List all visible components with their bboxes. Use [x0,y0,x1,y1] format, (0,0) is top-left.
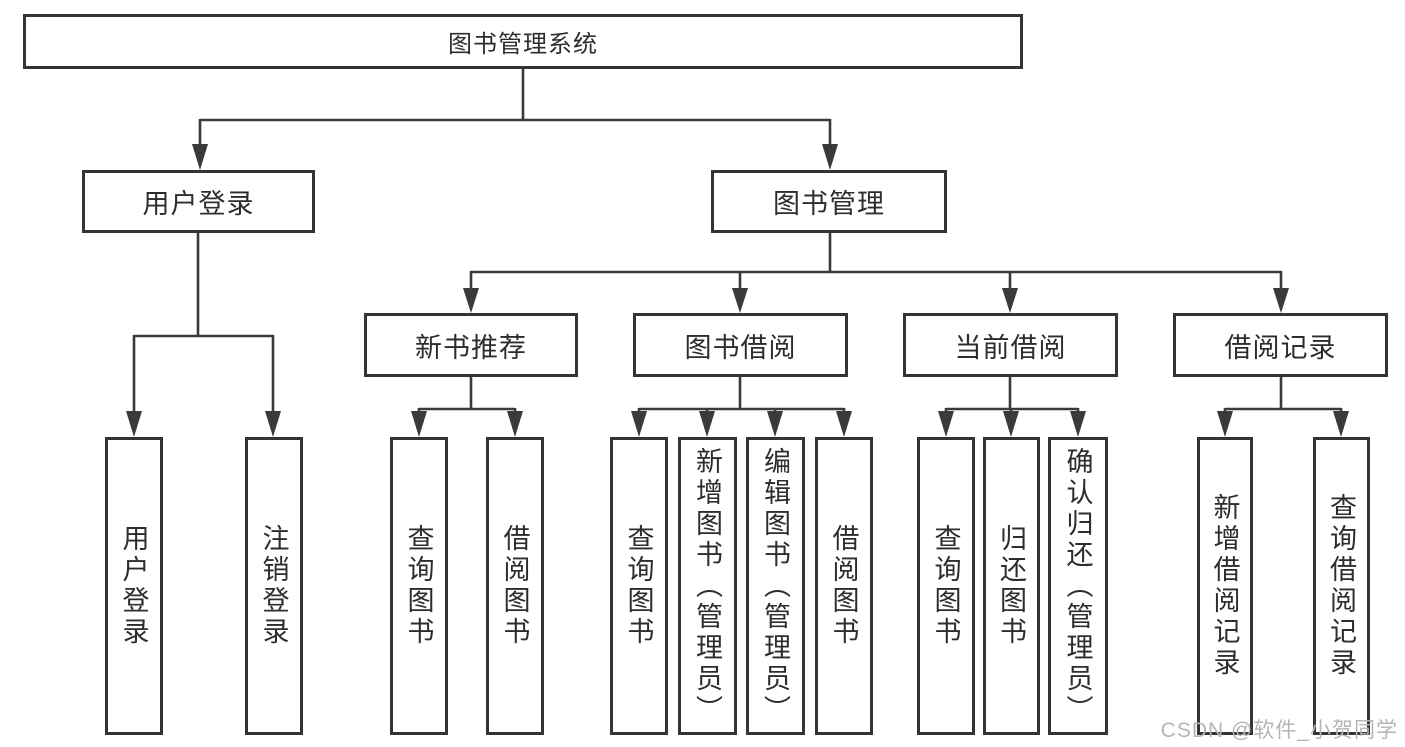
node-leaf-borrow-books-2: 借阅图书 [815,437,873,735]
watermark: CSDN @软件_小贺同学 [1160,719,1398,742]
node-current-borrow: 当前借阅 [903,313,1118,377]
node-book-borrow: 图书借阅 [633,313,848,377]
node-leaf-add-books-admin: 新增图书（管理员） [678,437,737,735]
node-leaf-logout: 注销登录 [245,437,303,735]
node-leaf-confirm-return-admin: 确认归还（管理员） [1048,437,1108,735]
node-book-management: 图书管理 [711,170,947,233]
node-leaf-add-borrow-record: 新增借阅记录 [1197,437,1253,735]
arrowhead-icon [126,144,1349,437]
node-leaf-query-borrow-record: 查询借阅记录 [1313,437,1370,735]
node-user-login: 用户登录 [82,170,315,233]
node-leaf-query-books-1: 查询图书 [390,437,448,735]
node-leaf-edit-books-admin: 编辑图书（管理员） [746,437,805,735]
node-leaf-query-books-3: 查询图书 [917,437,975,735]
node-leaf-query-books-2: 查询图书 [610,437,668,735]
node-leaf-user-login: 用户登录 [105,437,163,735]
node-root-library-system: 图书管理系统 [23,14,1023,69]
node-leaf-return-books: 归还图书 [983,437,1040,735]
node-leaf-borrow-books-1: 借阅图书 [486,437,544,735]
node-new-book-recommend: 新书推荐 [364,313,578,377]
node-borrow-records: 借阅记录 [1173,313,1388,377]
